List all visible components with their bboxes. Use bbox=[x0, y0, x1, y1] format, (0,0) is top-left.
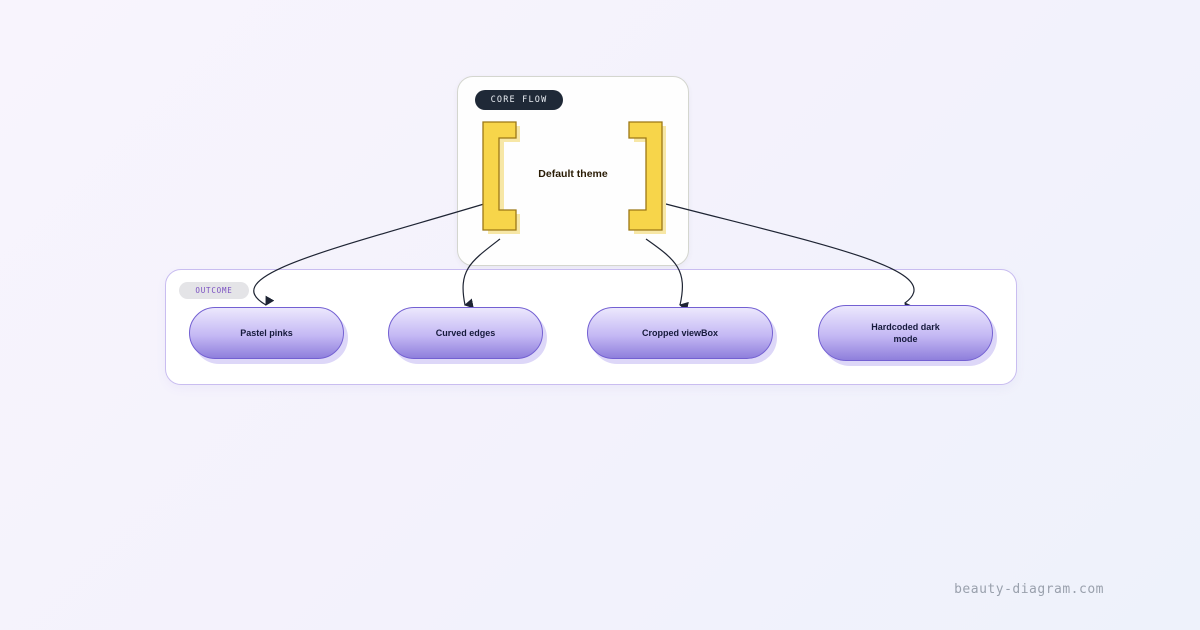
cropped-viewbox-label: Cropped viewBox bbox=[641, 328, 718, 338]
core-flow-group-label: CORE FLOW bbox=[475, 90, 563, 110]
pastel-pinks-node[interactable]: Pastel pinks bbox=[189, 307, 344, 359]
left-bracket-icon bbox=[482, 121, 520, 234]
outcome-group-label: OUTCOME bbox=[179, 282, 249, 299]
hardcoded-dark-mode-node[interactable]: Hardcoded dark mode bbox=[818, 305, 993, 361]
cropped-viewbox-node[interactable]: Cropped viewBox bbox=[587, 307, 773, 359]
curved-edges-label: Curved edges bbox=[435, 328, 496, 338]
edge-source-to-curved-edges bbox=[462, 238, 501, 309]
right-bracket-icon bbox=[628, 121, 666, 234]
hardcoded-dark-mode-label: Hardcoded dark mode bbox=[871, 322, 940, 344]
pastel-pinks-label: Pastel pinks bbox=[240, 328, 293, 338]
curved-edges-node[interactable]: Curved edges bbox=[388, 307, 543, 359]
default-theme-node-label: Default theme bbox=[538, 168, 608, 180]
edge-source-to-hardcoded-dark-mode bbox=[661, 202, 915, 313]
edge-source-to-pastel-pinks bbox=[253, 203, 485, 306]
footer-url[interactable]: beauty-diagram.com bbox=[954, 582, 1104, 597]
edge-source-to-cropped-viewbox bbox=[645, 238, 689, 312]
